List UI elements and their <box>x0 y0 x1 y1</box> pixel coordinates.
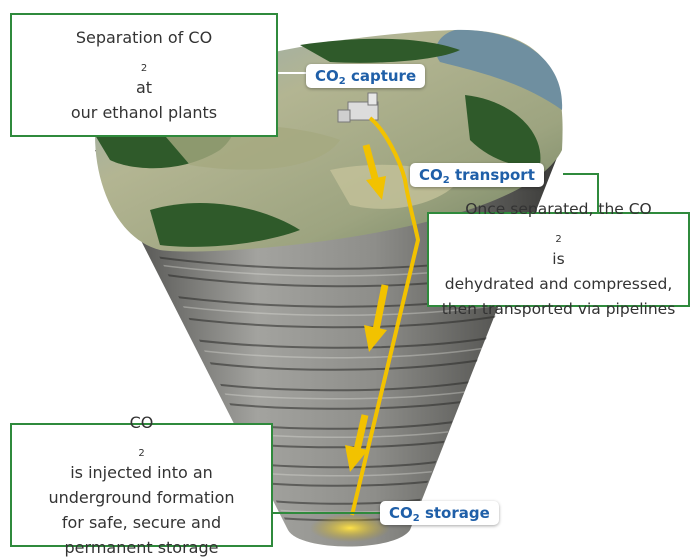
callout-transport-subscript: 2 <box>555 234 562 245</box>
callout-storage-line-4: permanent storage <box>64 538 219 557</box>
callout-storage-line-1: CO 2 is injected into an <box>48 410 234 485</box>
co2-transport-subscript: 2 <box>442 175 450 186</box>
callout-storage-line-3: for safe, secure and <box>61 513 222 532</box>
connector-transport <box>563 173 599 212</box>
co2-capture-label: CO2 capture <box>306 64 426 88</box>
callout-storage-subscript: 2 <box>138 448 145 459</box>
callout-transport-text-1a: Once separated, the CO <box>465 200 652 218</box>
flow-arrow-1 <box>362 144 386 200</box>
callout-transport-line-2: dehydrated and compressed, <box>444 275 673 293</box>
callout-transport-line-1: Once separated, the CO 2 is <box>442 197 676 272</box>
flow-arrows <box>345 144 389 472</box>
co2-transport-suffix: transport <box>449 166 535 184</box>
callout-capture-subscript: 2 <box>140 63 148 74</box>
callout-transport-text-1b: is <box>552 250 565 268</box>
callout-storage-text-1a: CO <box>129 413 154 432</box>
co2-storage-prefix: CO <box>389 504 413 522</box>
co2-transport-prefix: CO <box>419 166 443 184</box>
co2-capture-subscript: 2 <box>338 76 346 87</box>
callout-capture: Separation of CO 2 at our ethanol plants <box>10 13 278 137</box>
co2-capture-suffix: capture <box>345 67 417 85</box>
flow-arrow-2 <box>364 284 389 352</box>
callout-storage-line-2: underground formation <box>48 488 235 507</box>
co2-capture-prefix: CO <box>315 67 339 85</box>
storage-reservoir-glow <box>310 514 390 542</box>
co2-storage-suffix: storage <box>419 504 490 522</box>
co2-storage-label: CO2 storage <box>380 501 499 525</box>
callout-capture-text-1a: Separation of CO <box>75 28 213 47</box>
callout-transport: Once separated, the CO 2 is dehydrated an… <box>427 200 690 318</box>
callout-storage: CO 2 is injected into an underground form… <box>10 413 273 557</box>
callout-capture-text-1b: at <box>135 78 153 97</box>
callout-storage-text-1b: is injected into an <box>70 463 213 482</box>
co2-pipeline <box>350 116 421 516</box>
co2-storage-subscript: 2 <box>412 513 420 524</box>
ethanol-plant <box>337 92 379 123</box>
co2-transport-label: CO2 transport <box>410 163 544 187</box>
callout-connectors <box>273 173 599 514</box>
callout-capture-line-2: our ethanol plants <box>70 103 218 122</box>
callout-transport-line-3: then transported via pipelines <box>441 300 676 318</box>
callout-capture-line-1: Separation of CO 2 at <box>71 25 217 100</box>
flow-arrow-3 <box>345 414 369 472</box>
